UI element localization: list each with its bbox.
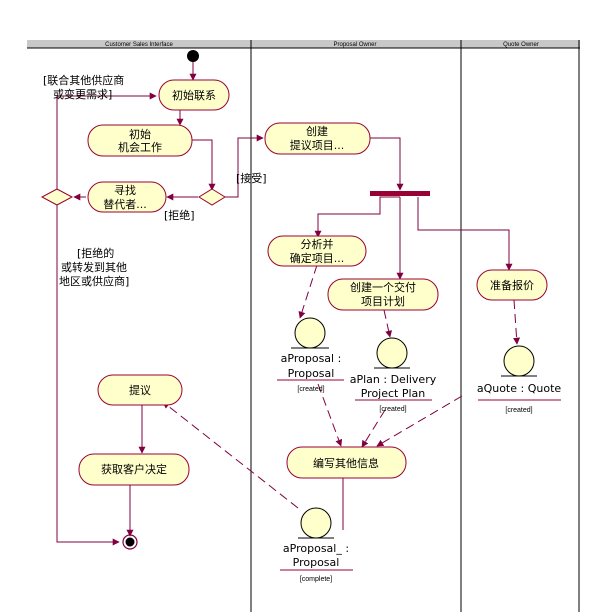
activity-label-line1: 寻找 [114, 183, 136, 197]
activity-find-alternative: 寻找 替代者... [87, 181, 167, 213]
guard-merge-other-line2: 或变更需求] [53, 87, 112, 101]
guard-accept: [接受] [236, 172, 267, 185]
activity-initial-opportunity: 初始 机会工作 [87, 124, 193, 157]
object-name-line1: aProposal_ : [283, 542, 349, 555]
object-name-line2: Proposal [288, 367, 335, 380]
activity-label-line1: 分析并 [301, 237, 334, 251]
guard-reject: [拒绝] [164, 208, 195, 222]
activity-analyze-proposal: 分析并 确定项目... [267, 235, 367, 267]
swimlane-title-quote-owner: Quote Owner [503, 42, 539, 48]
activity-label-line2: 提议项目... [290, 139, 345, 152]
object-quote-created: aQuote : Quote [created] [477, 345, 562, 414]
activity-label-line2: 项目计划 [361, 295, 405, 308]
activity-get-customer-decision: 获取客户决定 [78, 453, 190, 486]
activity-label: 初始联系 [172, 88, 216, 102]
object-name-line1: aProposal : [281, 352, 342, 365]
activity-label: 编写其他信息 [313, 456, 379, 470]
swimlane-title-customer: Customer Sales Interface [105, 42, 173, 48]
guard-rejected-forward-line3: 地区或供应商] [59, 274, 129, 288]
object-flows [162, 264, 521, 509]
object-proposal-complete: aProposal_ : Proposal [complete] [280, 507, 353, 583]
fork-bar [370, 191, 430, 196]
decision-diamond-accept [198, 188, 226, 206]
activity-label: 获取客户决定 [101, 462, 167, 476]
guard-rejected-forward-line1: [拒绝的 [77, 246, 114, 260]
final-node [122, 534, 138, 550]
activity-create-delivery-plan: 创建一个交付 项目计划 [327, 278, 439, 311]
object-state: [created] [297, 386, 324, 393]
activity-label-line1: 初始 [129, 127, 151, 141]
activity-propose: 提议 [97, 374, 183, 406]
guard-rejected-forward-line2: 或转发到其他 [61, 260, 127, 274]
activity-label-line1: 创建一个交付 [350, 280, 416, 294]
object-name: aQuote : Quote [477, 382, 562, 395]
object-name-line2: Project Plan [361, 387, 426, 400]
object-name-line2: Proposal [293, 556, 340, 569]
object-proposal-created: aProposal : Proposal [created] [277, 317, 344, 393]
activity-label-line2: 替代者... [103, 197, 147, 211]
control-flows [56, 62, 513, 546]
object-plan-created: aPlan : Delivery Project Plan [created] [350, 337, 437, 413]
activity-write-other-info: 编写其他信息 [286, 446, 407, 479]
decision-diamond-alternative [40, 188, 74, 206]
activity-label-line2: 机会工作 [118, 140, 162, 154]
object-name-line1: aPlan : Delivery [350, 373, 437, 386]
activity-create-proposal: 创建 提议项目... [264, 122, 371, 155]
activity-label: 准备报价 [490, 278, 534, 292]
activity-label: 提议 [129, 384, 151, 397]
swimlane-title-proposal-owner: Proposal Owner [333, 42, 376, 48]
activity-label-line1: 创建 [306, 124, 328, 138]
object-state: [created] [505, 407, 532, 414]
object-state: [created] [379, 406, 406, 413]
swimlane-header [27, 40, 580, 49]
initial-node [187, 50, 199, 62]
activity-initial-contact: 初始联系 [158, 79, 230, 111]
activity-label-line2: 确定项目... [290, 251, 345, 265]
object-state: [complete] [300, 576, 332, 583]
activity-prepare-quote: 准备报价 [476, 269, 548, 301]
guard-merge-other-line1: [联合其他供应商 [43, 73, 124, 87]
